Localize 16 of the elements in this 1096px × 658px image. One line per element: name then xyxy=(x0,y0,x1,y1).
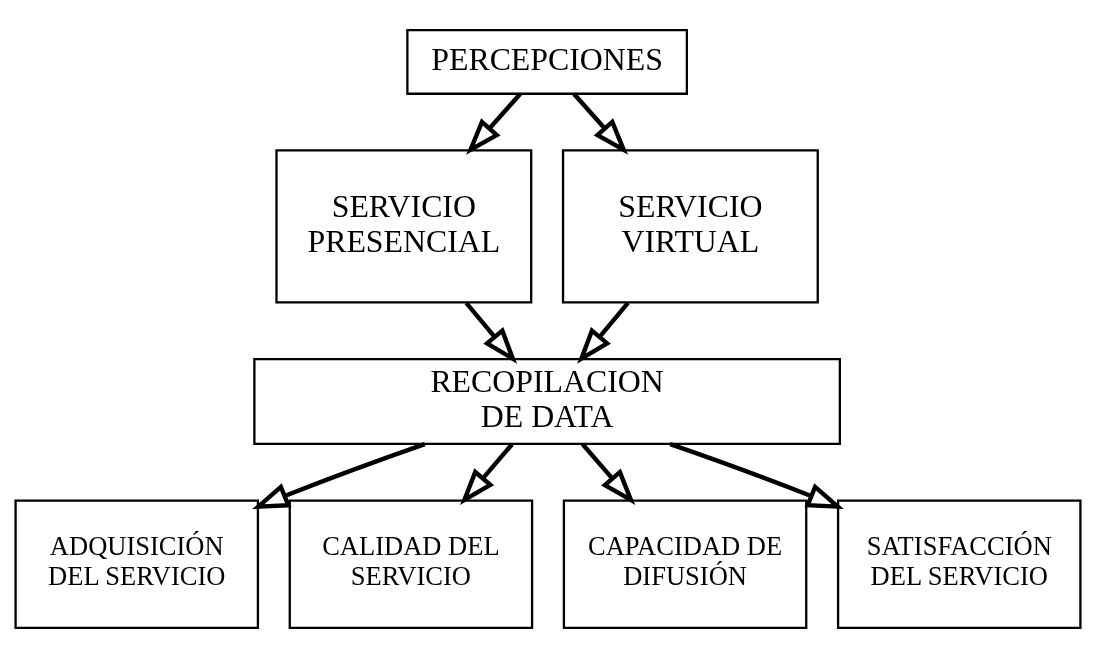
node-box: RECOPILACION DE DATA xyxy=(253,357,841,446)
arrow xyxy=(466,92,522,155)
node-box: SATISFACCIÓN DEL SERVICIO xyxy=(836,499,1082,630)
arrow xyxy=(577,301,630,364)
node-box: SERVICIO VIRTUAL xyxy=(561,149,819,304)
arrow xyxy=(572,92,629,155)
arrow xyxy=(460,442,514,506)
node-box: CAPACIDAD DE DIFUSIÓN xyxy=(562,499,808,630)
arrow xyxy=(464,301,518,364)
arrow xyxy=(669,442,844,510)
node-box: SERVICIO PRESENCIAL xyxy=(275,149,533,304)
arrow xyxy=(581,442,636,506)
arrow xyxy=(252,442,426,510)
node-box: ADQUISICIÓN DEL SERVICIO xyxy=(14,499,260,630)
node-box: CALIDAD DEL SERVICIO xyxy=(288,499,534,630)
node-box: PERCEPCIONES xyxy=(406,28,688,95)
